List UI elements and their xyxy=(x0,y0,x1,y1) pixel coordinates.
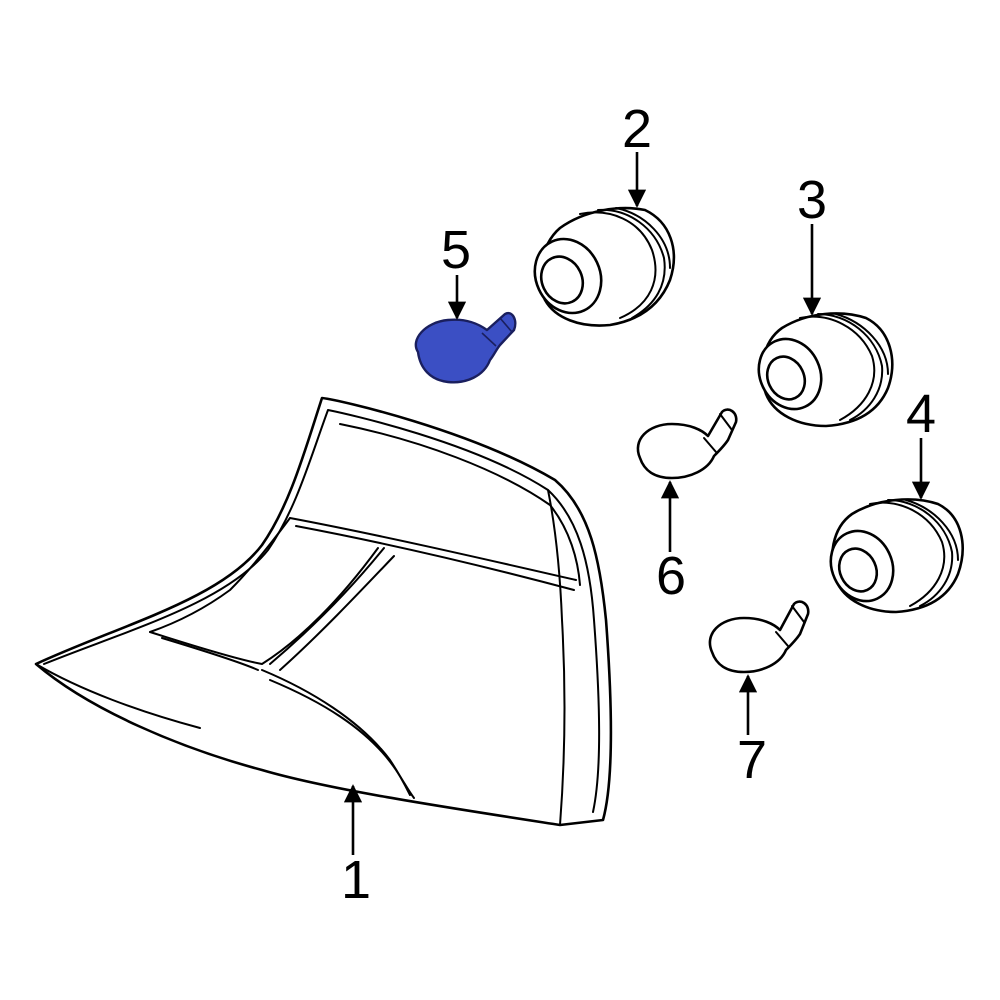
callout-number-1: 1 xyxy=(341,850,371,910)
bulb-6[interactable] xyxy=(636,408,738,480)
bulb-7[interactable] xyxy=(708,600,810,674)
callout-number-3: 3 xyxy=(797,170,827,230)
callout-number-2: 2 xyxy=(622,99,652,159)
callout-number-4: 4 xyxy=(906,384,936,444)
callout-labels: 1 2 3 4 5 6 7 xyxy=(341,99,936,910)
bulb-socket-2[interactable] xyxy=(523,206,676,327)
bulb-socket-3[interactable] xyxy=(748,312,894,428)
bulb-highlighted[interactable] xyxy=(414,311,517,384)
callout-arrows xyxy=(343,152,931,855)
callout-number-7: 7 xyxy=(737,730,767,790)
callout-number-5: 5 xyxy=(441,220,471,280)
tail-lamp-lens[interactable] xyxy=(34,396,613,827)
bulb-socket-4[interactable] xyxy=(820,498,964,614)
callout-number-6: 6 xyxy=(656,546,686,606)
